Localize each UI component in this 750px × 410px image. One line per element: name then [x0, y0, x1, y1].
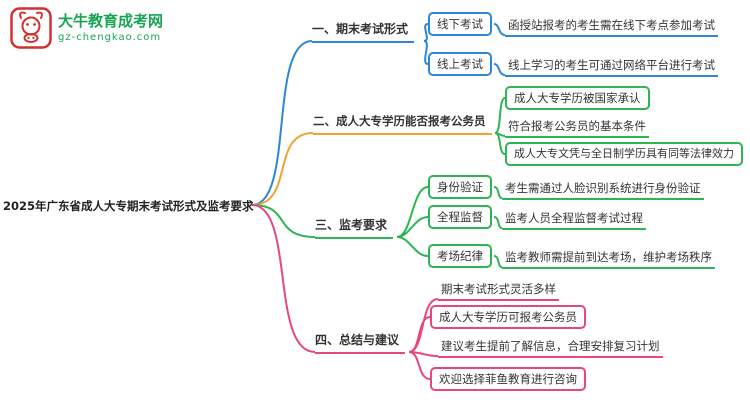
branch-4-child-plan-ahead: 建议考生提前了解信息，合理安排复习计划 [438, 337, 663, 358]
branch-2-child-equal-legal-effect: 成人大专文凭与全日制学历具有同等法律效力 [505, 142, 743, 166]
branch-1-desc-online-exam: 线上学习的考生可通过网络平台进行考试 [505, 56, 718, 77]
branch-3-child-identity-check: 身份验证 [428, 175, 492, 199]
branch-3-desc-identity-check: 考生需通过人脸识别系统进行身份验证 [502, 179, 704, 200]
branch-1-desc-offline-exam: 函授站报考的考生需在线下考点参加考试 [505, 16, 718, 37]
branch-2-child-recognized: 成人大专学历被国家承认 [505, 86, 650, 110]
branch-3-child-full-supervision: 全程监督 [428, 205, 492, 229]
branch-4-child-flexible-forms: 期末考试形式灵活多样 [438, 280, 559, 301]
branch-4-child-civil-servant: 成人大专学历可报考公务员 [430, 305, 586, 329]
root-node: 2025年广东省成人大专期末考试形式及监考要求 [3, 199, 254, 213]
branch-4-child-consult-welcome: 欢迎选择菲鱼教育进行咨询 [430, 367, 586, 391]
branch-2-label: 二、成人大专学历能否报考公务员 [313, 111, 492, 135]
brand-domain: gz-chengkao.com [58, 32, 162, 43]
bull-icon [10, 7, 52, 49]
branch-3-label: 三、监考要求 [315, 215, 394, 239]
branch-1-child-online-exam: 线上考试 [428, 52, 492, 76]
branch-3-child-exam-discipline: 考场纪律 [428, 244, 492, 268]
branch-2-child-conditions: 符合报考公务员的基本条件 [505, 117, 649, 138]
branch-3-desc-full-supervision: 监考人员全程监督考试过程 [502, 209, 646, 230]
branch-1-child-offline-exam: 线下考试 [428, 12, 492, 36]
branch-4-label: 四、总结与建议 [315, 330, 406, 354]
site-logo: 大牛教育成考网 gz-chengkao.com [10, 7, 163, 49]
brand-name: 大牛教育成考网 [58, 12, 164, 30]
branch-3-desc-exam-discipline: 监考教师需提前到达考场，维护考场秩序 [502, 248, 715, 269]
branch-1-label: 一、期末考试形式 [312, 19, 415, 43]
